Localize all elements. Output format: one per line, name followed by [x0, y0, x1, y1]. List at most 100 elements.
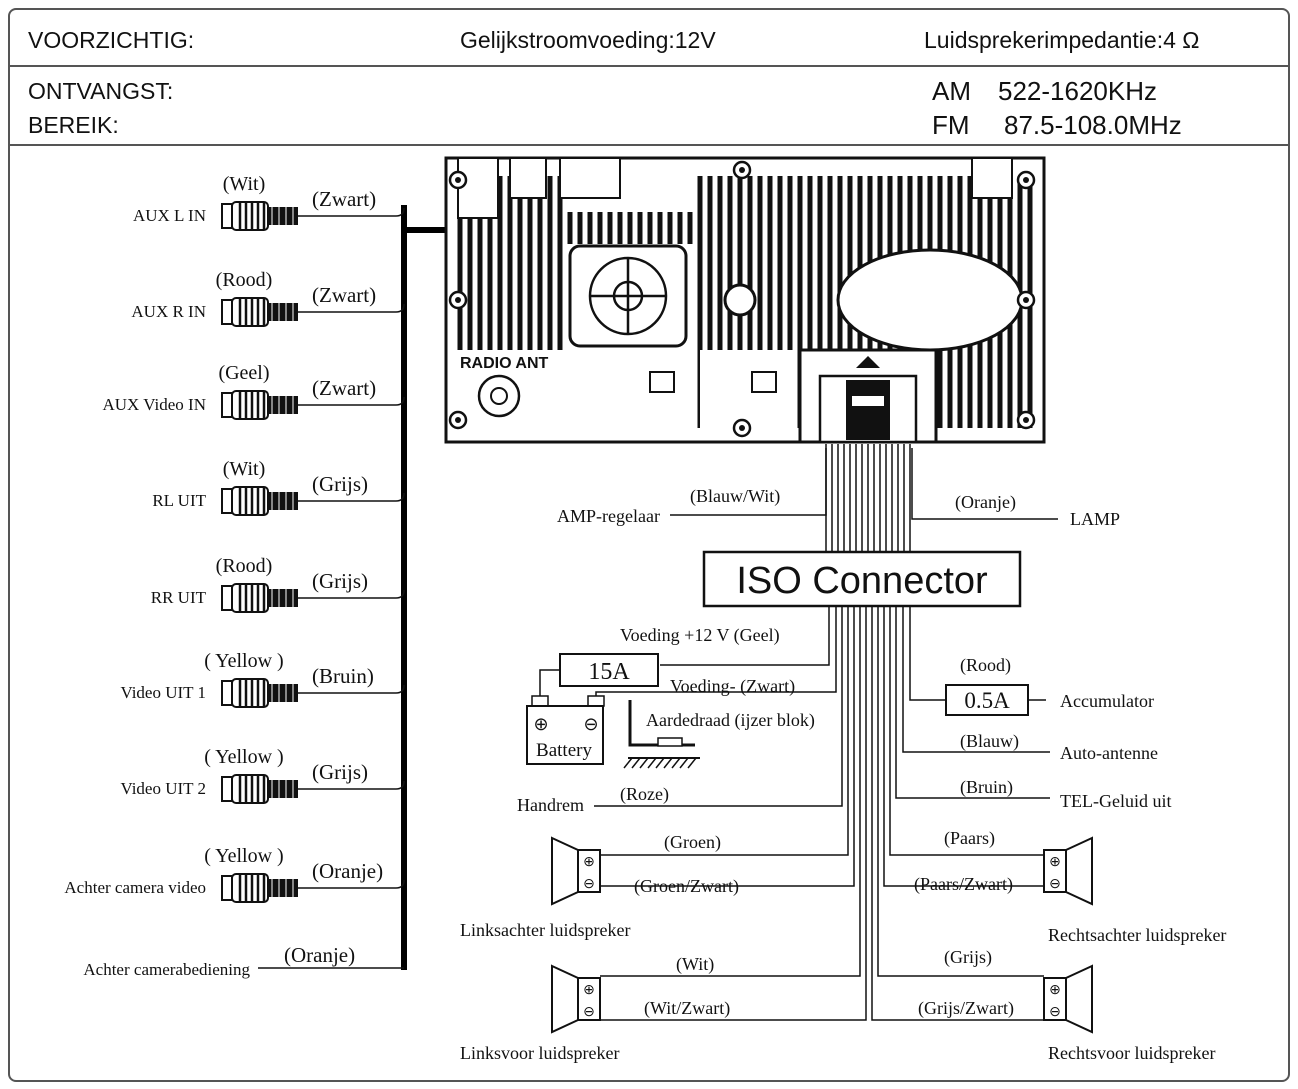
mount-hole	[723, 283, 757, 317]
handbrake-label: Handrem	[517, 795, 584, 815]
fm-band: FM	[932, 110, 970, 140]
rca-connector: AUX L IN(Wit)(Zwart)	[133, 173, 405, 231]
auto-antenna-wire: (Blauw)	[960, 731, 1019, 752]
speaker-rear-left: ⊕ ⊖ (Groen) (Groen/Zwart) Linksachter lu…	[460, 606, 855, 940]
svg-text:⊖: ⊖	[583, 1005, 595, 1020]
front-right-label: Rechtsvoor luidspreker	[1048, 1043, 1215, 1063]
fuse-15a	[559, 653, 659, 687]
rca-connector: Video UIT 1 ( Yellow ) (Bruin)	[120, 650, 405, 708]
svg-text:⊖: ⊖	[1049, 877, 1061, 892]
rca-wire-color: (Zwart)	[312, 187, 376, 211]
accumulator-lead: (Rood) 0.5A Accumulator	[909, 606, 1154, 716]
speaker-icon	[551, 964, 579, 1034]
tel-label: TEL-Geluid uit	[1060, 791, 1171, 811]
tel-lead: (Bruin) TEL-Geluid uit	[895, 606, 1171, 811]
rca-plug-color: (Rood)	[216, 269, 273, 291]
front-left-label: Linksvoor luidspreker	[460, 1043, 619, 1063]
fuse-05a	[945, 684, 1029, 716]
rca-wire-color: (Grijs)	[312, 760, 368, 784]
radio-ant-label: RADIO ANT	[460, 355, 549, 372]
amp-wire: (Blauw/Wit)	[690, 486, 780, 507]
auto-antenna-lead: (Blauw) Auto-antenne	[902, 606, 1158, 763]
accumulator-wire: (Rood)	[960, 655, 1011, 676]
rca-label: RL UIT	[152, 491, 206, 510]
chassis-screws	[448, 160, 1036, 438]
rca-connector: RL UIT (Wit) (Grijs)	[152, 458, 405, 516]
minus-icon: ⊖	[583, 714, 598, 734]
caution-label: VOORZICHTIG:	[28, 27, 195, 53]
dc-supply-text: Gelijkstroomvoeding:12V	[460, 27, 716, 53]
svg-text:⊖: ⊖	[583, 877, 595, 892]
rca-plug-color: (Wit)	[223, 458, 266, 480]
rca-wire-color: (Zwart)	[312, 283, 376, 307]
svg-text:⊕: ⊕	[1049, 983, 1061, 998]
rca-label: AUX Video IN	[103, 395, 207, 414]
rca-plug-color: (Geel)	[218, 362, 269, 384]
battery-icon	[526, 705, 604, 765]
rear-left-pos-wire: (Groen)	[664, 832, 721, 853]
rca-label: Video UIT 2	[120, 779, 206, 798]
fuse-05a-label: 0.5A	[964, 688, 1010, 713]
plus-icon: ⊕	[533, 714, 548, 734]
rca-wire-color: (Zwart)	[312, 376, 376, 400]
rca-wire-color: (Bruin)	[312, 664, 374, 688]
amp-lead: AMP-regelaar (Blauw/Wit)	[557, 448, 827, 526]
rca-connectors: AUX L IN(Wit)(Zwart)AUX R IN(Rood)(Zwart…	[64, 173, 405, 903]
rca-plug-color: (Wit)	[223, 173, 266, 195]
rca-plug-icon	[221, 390, 298, 420]
reception-label: ONTVANGST:	[28, 78, 174, 104]
fm-range: 87.5-108.0MHz	[1004, 110, 1182, 140]
rca-label: AUX R IN	[131, 302, 206, 321]
iso-connector-title: ISO Connector	[736, 560, 988, 602]
power-lead: Voeding +12 V (Geel) 15A Voeding- (Zwart…	[539, 606, 837, 698]
rca-connector: RR UIT(Rood)(Grijs)	[151, 555, 405, 613]
rca-connector: Video UIT 2( Yellow )(Grijs)	[120, 746, 405, 804]
fuse-15a-label: 15A	[588, 659, 630, 685]
speaker-icon	[551, 836, 579, 906]
rear-cam-control-label: Achter camerabediening	[83, 960, 250, 979]
rca-plug-icon	[221, 486, 298, 516]
speaker-front-right: ⊕ ⊖ (Grijs) (Grijs/Zwart) Rechtsvoor lui…	[871, 606, 1215, 1063]
auto-antenna-label: Auto-antenne	[1060, 743, 1158, 763]
front-right-neg-wire: (Grijs/Zwart)	[918, 998, 1014, 1019]
rca-label: Video UIT 1	[120, 683, 206, 702]
arrow-up-icon	[856, 356, 880, 368]
amp-label: AMP-regelaar	[557, 506, 660, 526]
front-left-pos-wire: (Wit)	[676, 954, 714, 975]
speaker-icon	[1065, 964, 1093, 1034]
ground-lead: Aardedraad (ijzer blok)	[623, 700, 815, 769]
iso-connector-box	[702, 550, 1022, 608]
lamp-wire: (Oranje)	[955, 492, 1016, 513]
power-plus-label: Voeding +12 V (Geel)	[620, 625, 780, 646]
rear-cam-control-wire: (Oranje)	[284, 943, 355, 967]
rca-plug-icon	[221, 774, 298, 804]
speaker-front-left: ⊕ ⊖ (Wit) (Wit/Zwart) Linksvoor luidspre…	[460, 606, 867, 1063]
am-band: AM	[932, 76, 971, 106]
rca-plug-icon	[221, 678, 298, 708]
rca-connector: AUX Video IN (Geel) (Zwart)	[103, 362, 405, 420]
rear-left-neg-wire: (Groen/Zwart)	[634, 876, 739, 897]
svg-text:⊖: ⊖	[1049, 1005, 1061, 1020]
rear-right-pos-wire: (Paars)	[944, 828, 995, 849]
rca-wire-color: (Grijs)	[312, 472, 368, 496]
svg-text:⊕: ⊕	[583, 983, 595, 998]
speaker-rear-right: ⊕ ⊖ (Paars) (Paars/Zwart) Rechtsachter l…	[883, 606, 1226, 945]
power-minus-label: Voeding- (Zwart)	[670, 676, 795, 697]
rca-plug-color: ( Yellow )	[204, 650, 283, 672]
heatsink-opening	[836, 248, 1024, 352]
rca-plug-color: ( Yellow )	[204, 845, 283, 867]
front-left-neg-wire: (Wit/Zwart)	[644, 998, 730, 1019]
rca-label: Achter camera video	[64, 878, 206, 897]
rca-connector: AUX R IN (Rood) (Zwart)	[131, 269, 405, 327]
rca-label: RR UIT	[151, 588, 207, 607]
rca-plug-icon	[221, 297, 298, 327]
rca-plug-icon	[221, 201, 298, 231]
rear-right-neg-wire: (Paars/Zwart)	[914, 874, 1013, 895]
head-unit: RADIO ANT	[444, 156, 1046, 444]
handbrake-wire: (Roze)	[620, 784, 669, 805]
svg-text:⊕: ⊕	[583, 855, 595, 870]
rca-connector: Achter camera video( Yellow )(Oranje)	[64, 845, 405, 903]
rca-wire-color: (Grijs)	[312, 569, 368, 593]
tel-wire: (Bruin)	[960, 777, 1013, 798]
